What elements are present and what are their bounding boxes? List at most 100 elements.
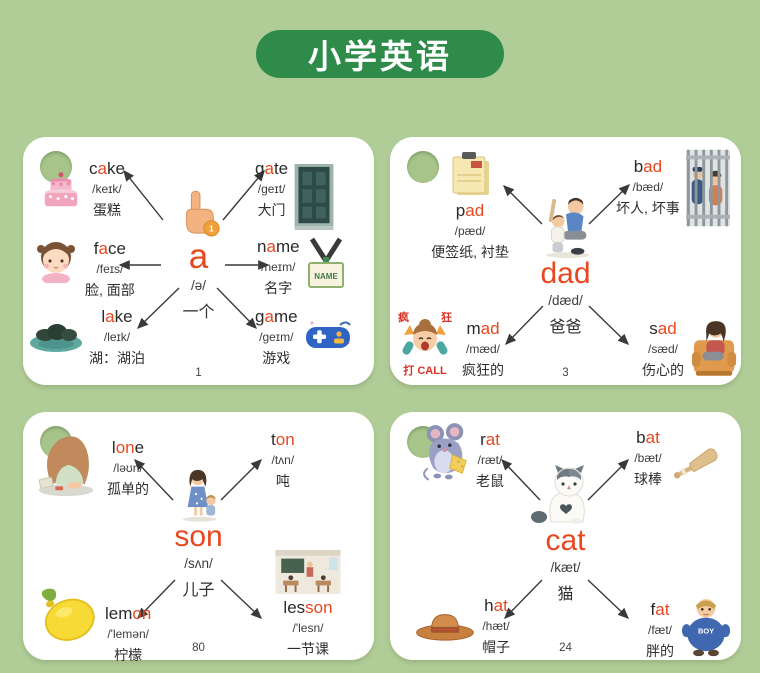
svg-text:1: 1 — [209, 224, 214, 234]
phonetic: /hæt/ — [482, 618, 510, 633]
game-controller-icon — [304, 317, 352, 355]
page-number: 24 — [559, 642, 572, 654]
meaning: 一节课 — [287, 640, 329, 657]
word-group-lake: lake /leɪk/ 湖：湖泊 — [29, 307, 145, 368]
word: mad — [466, 319, 500, 338]
classroom-photo-icon — [274, 550, 342, 594]
svg-text:NAME: NAME — [314, 272, 338, 281]
center-phonetic: /kæt/ — [550, 560, 581, 575]
meaning: 胖的 — [646, 642, 674, 659]
svg-text:BOY: BOY — [698, 626, 714, 635]
word: fat — [650, 600, 670, 619]
svg-text:狂: 狂 — [441, 310, 452, 324]
page-title: 小学英语 — [256, 30, 504, 78]
meaning: 柠檬 — [114, 646, 143, 663]
fat-boy-icon: BOY — [680, 594, 732, 658]
meaning: 疯狂的 — [462, 361, 504, 378]
punch-hole — [40, 151, 72, 183]
center-word: dad — [540, 257, 591, 290]
dad-and-child-icon — [538, 195, 594, 259]
word-group-lemon: lemon /'lemən/ 柠檬 — [35, 588, 151, 665]
phonetic: /pæd/ — [454, 223, 486, 238]
meaning: 老鼠 — [476, 472, 504, 489]
word: bad — [633, 157, 663, 176]
phonetic: /'lesn/ — [292, 620, 324, 635]
meaning: 脸, 面部 — [85, 281, 135, 298]
page-number: 1 — [195, 367, 202, 379]
word-group-bad: bad /bæd/ 坏人, 坏事 — [616, 149, 730, 227]
word: game — [255, 307, 298, 326]
punch-hole — [407, 151, 439, 183]
phonetic: /geɪm/ — [259, 329, 294, 344]
phonetic: /tʌn/ — [271, 452, 295, 467]
center-group-dad: dad /dæd/ 爸爸 — [538, 195, 594, 337]
phonetic: /'lemən/ — [107, 626, 149, 641]
word-group-fat: fat /fæt/ 胖的 BOY — [646, 594, 732, 661]
cake-icon — [39, 169, 83, 211]
word-group-ton: ton /tʌn/ 吨 — [271, 430, 295, 491]
center-meaning: 猫 — [557, 586, 574, 603]
word-group-rat: rat /ræt/ 老鼠 — [420, 422, 504, 491]
phonetic: /mæd/ — [465, 341, 500, 356]
word-group-lone: lone /ləʊn/ 孤单的 — [31, 424, 149, 499]
word: hat — [484, 596, 508, 615]
word-group-name: name /neɪm/ 名字 NAME — [257, 237, 346, 298]
jail-icon — [685, 149, 730, 227]
meaning: 孤单的 — [107, 480, 149, 497]
meaning: 便签纸, 衬垫 — [431, 243, 509, 260]
lake-icon — [29, 313, 83, 355]
flashcard-a: cake /keɪk/ 蛋糕 gate /geɪt/ 大门 — [23, 137, 374, 385]
center-meaning: 爸爸 — [549, 319, 582, 336]
sad-girl-icon — [690, 315, 738, 379]
center-phonetic: /sʌn/ — [184, 556, 213, 571]
name-badge-icon: NAME — [306, 237, 346, 291]
word-group-face: face /feɪs/ 脸, 面部 — [33, 239, 135, 300]
word: face — [93, 239, 126, 258]
meaning: 蛋糕 — [92, 201, 121, 218]
center-word: cat — [545, 524, 586, 557]
word: cake — [89, 159, 125, 178]
svg-text:打 CALL: 打 CALL — [403, 363, 447, 377]
rat-icon — [420, 422, 470, 482]
word-group-mad: 疯 狂 打 CALL mad /mæd/ 疯狂的 — [394, 307, 504, 380]
flashcard-son: lone /ləʊn/ 孤单的 ton /tʌn/ 吨 lemon /'lemə… — [23, 412, 374, 663]
svg-text:疯: 疯 — [398, 310, 409, 324]
word-group-lesson: lesson /'lesn/ 一节课 — [253, 550, 363, 659]
meaning: 名字 — [264, 279, 293, 296]
center-meaning: 一个 — [182, 304, 215, 321]
center-group-a: 1 a /ə/ 一个 — [177, 189, 221, 322]
word: name — [257, 237, 300, 256]
meaning: 伤心的 — [642, 361, 684, 378]
pointing-finger-icon: 1 — [177, 189, 221, 239]
word: lemon — [105, 604, 152, 623]
phonetic: /fæt/ — [647, 622, 672, 637]
word-group-bat: bat /bæt/ 球棒 — [634, 428, 722, 489]
lonely-person-icon — [31, 424, 101, 498]
word: lesson — [283, 598, 333, 617]
center-phonetic: /dæd/ — [548, 293, 583, 308]
word-group-sad: sad /sæd/ 伤心的 — [642, 315, 738, 380]
meaning: 坏人, 坏事 — [616, 199, 680, 216]
mother-and-son-icon — [177, 468, 221, 522]
page-number: 80 — [192, 642, 205, 654]
meaning: 帽子 — [482, 638, 510, 655]
baby-face-icon — [33, 239, 79, 283]
center-meaning: 儿子 — [182, 582, 215, 599]
phonetic: /keɪk/ — [92, 181, 122, 196]
cat-icon — [529, 464, 603, 526]
word: rat — [480, 430, 500, 449]
center-phonetic: /ə/ — [190, 278, 206, 293]
meaning: 球棒 — [634, 470, 662, 487]
word: gate — [255, 159, 289, 178]
phonetic: /feɪs/ — [96, 261, 124, 276]
word: bat — [636, 428, 660, 447]
notepad-icon — [449, 151, 491, 197]
word-group-gate: gate /geɪt/ 大门 — [255, 159, 334, 230]
phonetic: /sæd/ — [647, 341, 678, 356]
meaning: 吨 — [275, 472, 290, 489]
word: sad — [649, 319, 677, 338]
phonetic: /bæt/ — [634, 450, 662, 465]
center-word: son — [174, 520, 223, 553]
phonetic: /ləʊn/ — [113, 460, 143, 475]
